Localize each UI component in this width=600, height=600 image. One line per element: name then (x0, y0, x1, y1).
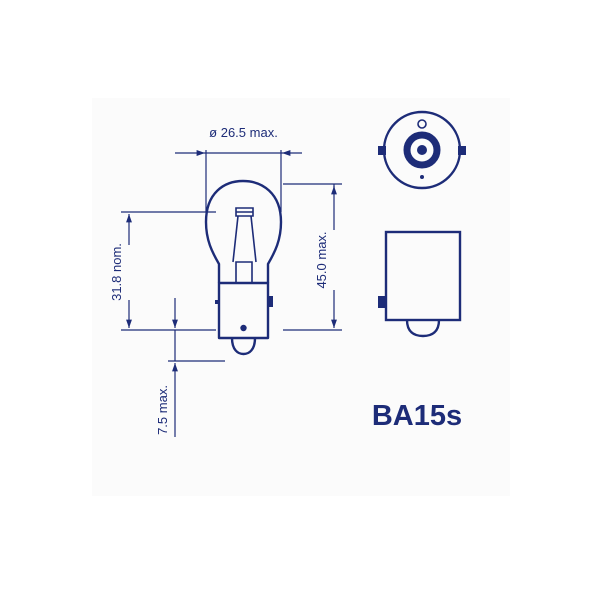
bayonet-pin (268, 296, 273, 307)
dimension-total-height (283, 183, 342, 331)
top-view-pin-right (458, 146, 466, 155)
bulb-contact (230, 337, 257, 356)
filament (232, 207, 257, 284)
base-top-view (378, 110, 466, 190)
dimension-nominal-height (121, 211, 216, 331)
base-details (215, 296, 273, 332)
dimension-pin-offset (168, 298, 225, 437)
dimension-diameter (175, 150, 302, 212)
total-height-label: 45.0 max. (314, 231, 329, 288)
base-notch (215, 300, 219, 304)
diameter-label: ø 26.5 max. (209, 125, 278, 140)
bulb-glass (204, 179, 283, 283)
base-side-view (384, 230, 462, 338)
nominal-height-label: 31.8 nom. (109, 243, 124, 301)
pin-offset-label: 7.5 max. (155, 385, 170, 435)
base-type-label: BA15s (372, 400, 462, 432)
top-view-pin-left (378, 146, 386, 155)
side-view-pin (378, 296, 386, 308)
drawing-panel (92, 98, 510, 496)
base-dot (240, 324, 247, 332)
